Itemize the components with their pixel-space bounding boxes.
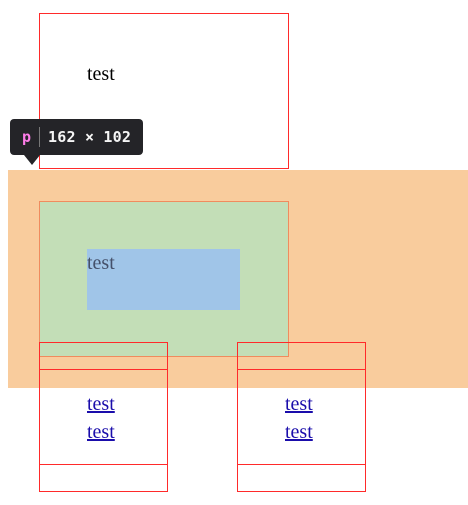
highlighted-box-text: test [87,252,115,274]
top-box-text: test [87,63,115,85]
left-column-bottom-box [39,464,168,492]
top-box [39,13,289,169]
content-overlay [87,249,240,310]
right-column-bottom-box [237,464,366,492]
tooltip-separator [39,127,41,147]
tooltip-dimensions: 162 × 102 [48,128,132,146]
element-inspector-tooltip: p 162 × 102 [10,119,144,155]
left-column-main-box [39,369,168,465]
tooltip-tag: p [22,128,32,146]
right-column-top-box [237,342,366,370]
right-link-1[interactable]: test [285,393,313,415]
left-link-1[interactable]: test [87,393,115,415]
left-link-2[interactable]: test [87,421,115,443]
highlighted-box-border [39,201,289,357]
left-column-top-box [39,342,168,370]
tooltip-arrow [24,155,40,165]
right-column-main-box [237,369,366,465]
right-link-2[interactable]: test [285,421,313,443]
